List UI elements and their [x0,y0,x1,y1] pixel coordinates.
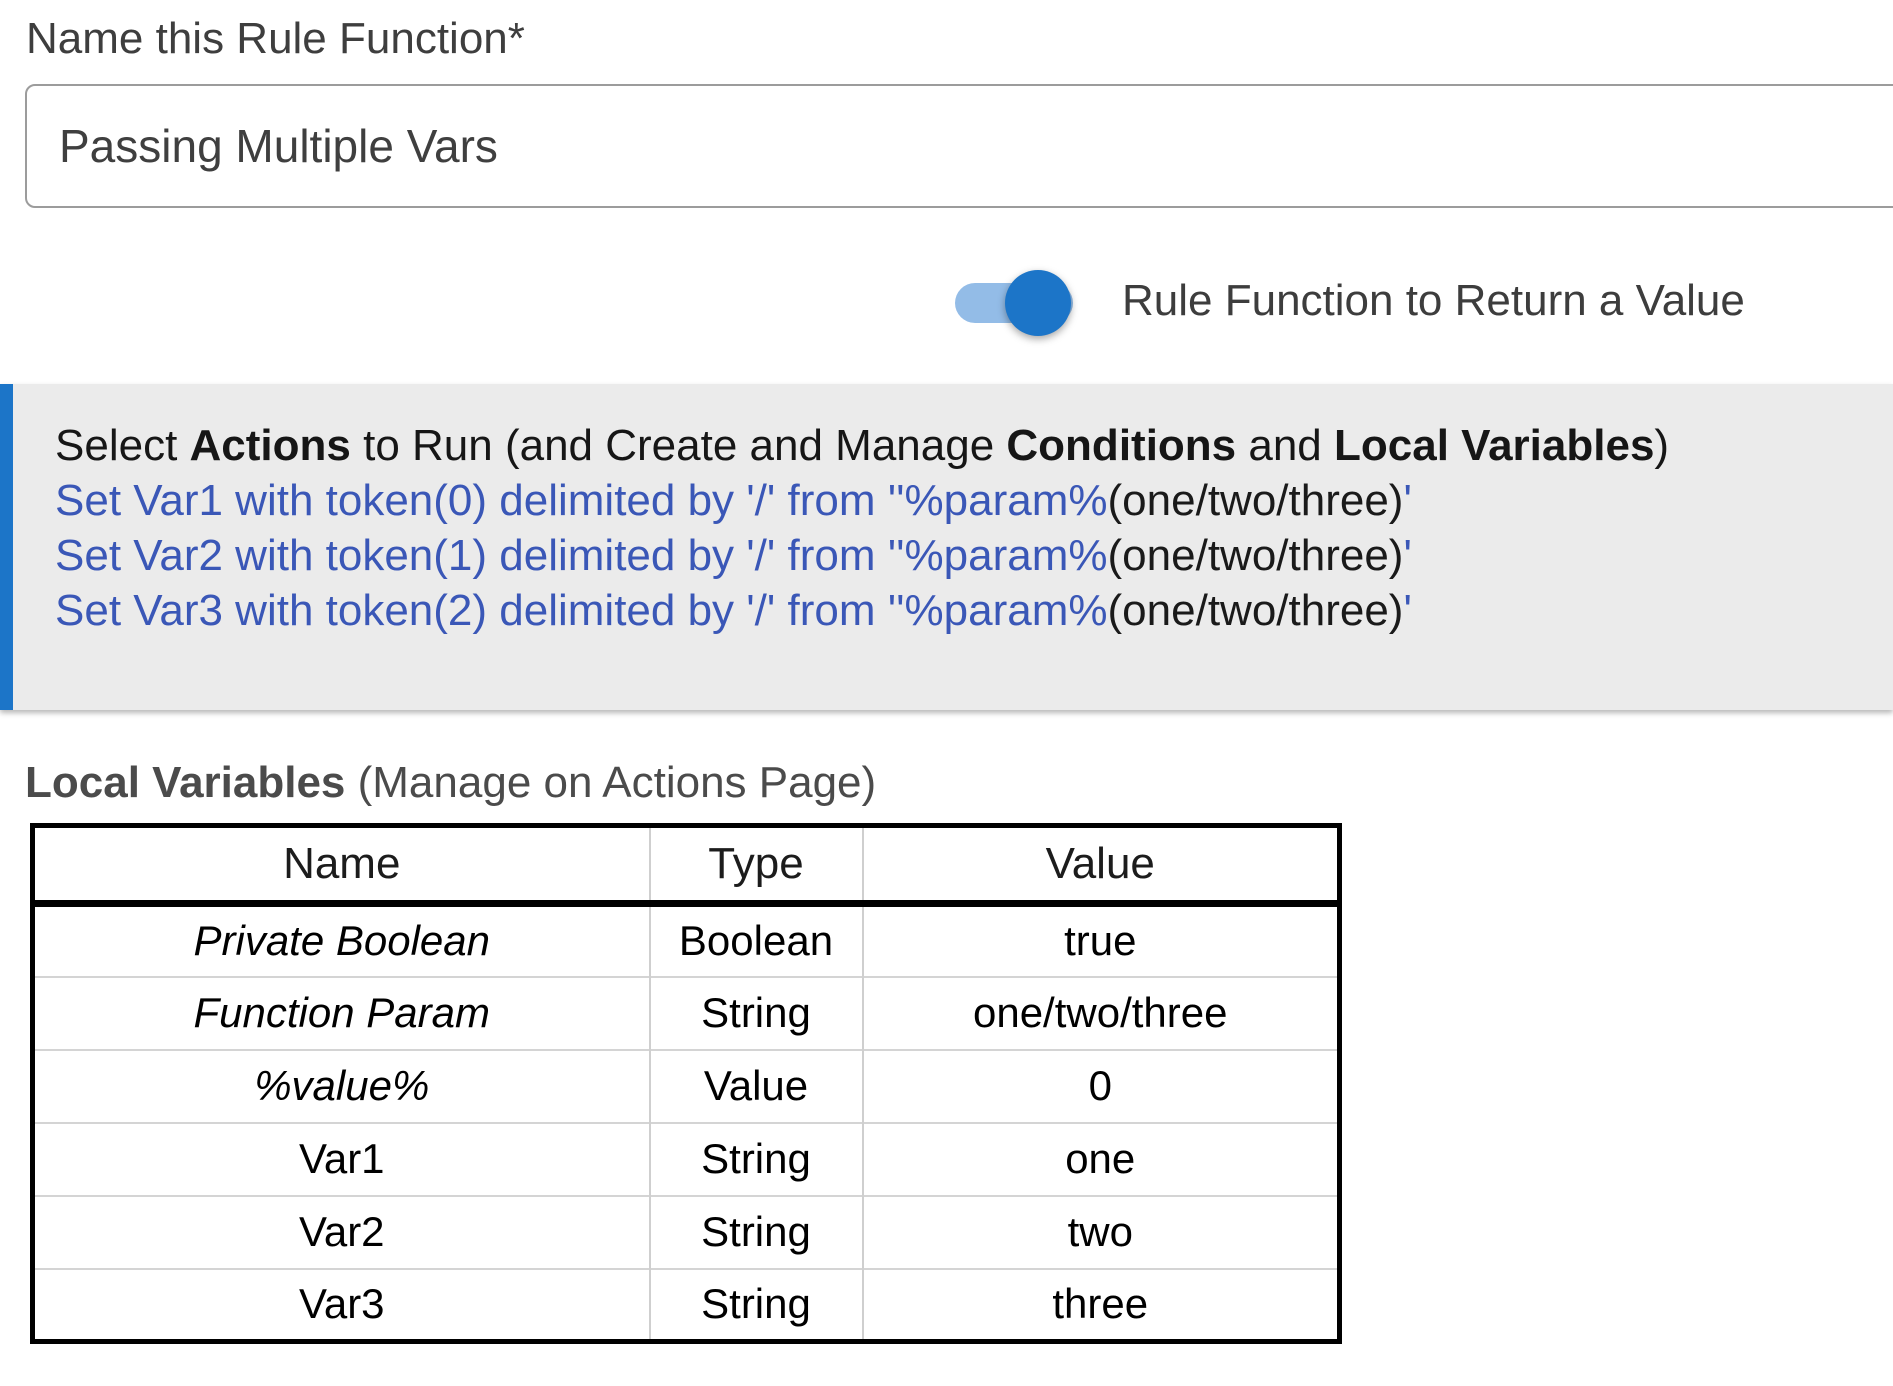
cell-type: String [648,1194,864,1269]
header-text: ) [1654,421,1670,470]
local-variables-heading-rest: (Manage on Actions Page) [345,758,877,807]
action-links-list: Set Var1 with token(0) delimited by '/' … [55,473,1893,638]
header-actions-bold: Actions [189,421,351,470]
action-link-text: Set Var2 with token(1) delimited by '/' … [55,531,1108,580]
header-local-variables-bold: Local Variables [1334,421,1655,470]
return-value-toggle-label: Rule Function to Return a Value [1122,276,1745,325]
return-value-toggle[interactable] [955,270,1073,336]
cell-value: one/two/three [861,975,1340,1050]
cell-value: two [861,1194,1340,1269]
action-param-value: (one/two/three) [1107,586,1404,635]
header-conditions-bold: Conditions [1006,421,1237,470]
rule-function-name-input[interactable] [25,84,1893,208]
action-link[interactable]: Set Var3 with token(2) delimited by '/' … [55,583,1893,638]
action-link-tail: ' [1403,531,1412,580]
cell-type: String [648,975,864,1050]
action-param-value: (one/two/three) [1107,531,1404,580]
cell-name: Var3 [32,1267,651,1342]
header-text: Select [55,421,190,470]
actions-panel: Select Actions to Run (and Create and Ma… [0,384,1893,710]
column-header-value: Value [861,825,1340,907]
cell-name: %value% [32,1048,651,1123]
cell-type: Value [648,1048,864,1123]
cell-value: true [861,903,1340,977]
cell-name: Var2 [32,1194,651,1269]
action-link[interactable]: Set Var2 with token(1) delimited by '/' … [55,528,1893,583]
cell-type: String [648,1267,864,1342]
cell-type: String [648,1121,864,1196]
action-param-value: (one/two/three) [1107,476,1404,525]
toggle-thumb[interactable] [1005,270,1071,336]
cell-name: Private Boolean [32,903,651,977]
action-link[interactable]: Set Var1 with token(0) delimited by '/' … [55,473,1893,528]
header-text: to Run (and Create and Manage [350,421,1007,470]
local-variables-heading-bold: Local Variables [25,758,346,807]
cell-name: Function Param [32,975,651,1050]
action-link-tail: ' [1403,476,1412,525]
cell-value: three [861,1267,1340,1342]
action-link-text: Set Var3 with token(2) delimited by '/' … [55,586,1108,635]
cell-name: Var1 [32,1121,651,1196]
cell-type: Boolean [648,903,864,977]
action-link-text: Set Var1 with token(0) delimited by '/' … [55,476,1108,525]
column-header-name: Name [32,825,651,907]
header-text: and [1236,421,1335,470]
cell-value: 0 [861,1048,1340,1123]
local-variables-heading: Local Variables (Manage on Actions Page) [25,758,876,808]
rule-function-name-label: Name this Rule Function* [26,14,525,63]
cell-value: one [861,1121,1340,1196]
table-header-row: Name Type Value [32,825,1340,907]
actions-panel-header: Select Actions to Run (and Create and Ma… [55,418,1893,473]
column-header-type: Type [648,825,864,907]
action-link-tail: ' [1403,586,1412,635]
